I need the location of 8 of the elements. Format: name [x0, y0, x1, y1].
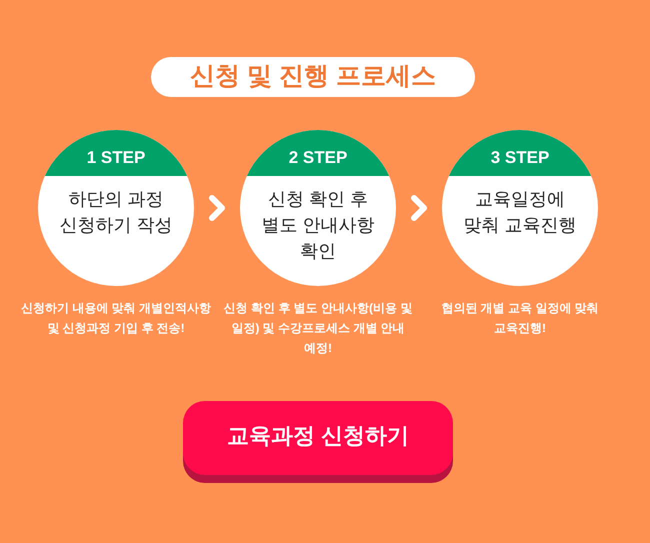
title-pill: 신청 및 진행 프로세스	[151, 57, 475, 97]
apply-button: 교육과정 신청하기	[183, 401, 453, 475]
step-description: 신청하기 내용에 맞춰 개별인적사항 및 신청과정 기입 후 전송!	[21, 300, 211, 337]
step-description: 협의된 개별 교육 일정에 맞춰 교육진행!	[440, 300, 600, 337]
step-description: 신청 확인 후 별도 안내사항(비용 및 일정) 및 수강프로세스 개별 안내 예정!	[223, 300, 413, 357]
step-text: 하단의 과정 신청하기 작성	[58, 188, 174, 237]
step-text: 교육일정에 맞춰 교육진행	[462, 188, 578, 237]
step-text: 신청 확인 후 별도 안내사항 확인	[260, 188, 376, 263]
